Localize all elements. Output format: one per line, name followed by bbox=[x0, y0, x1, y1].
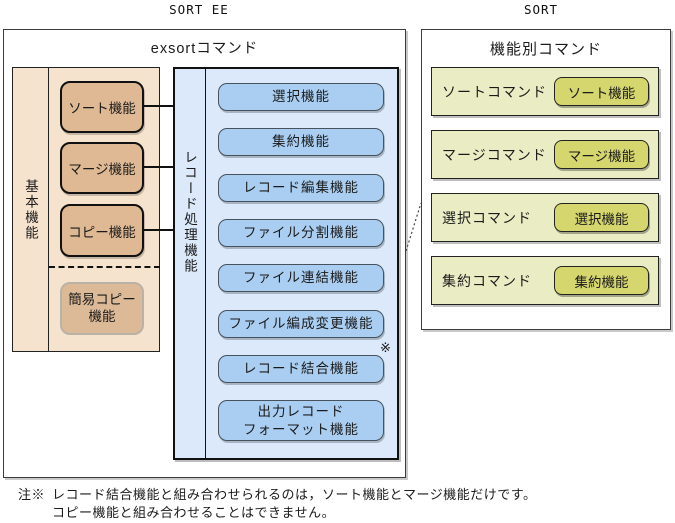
note-line-2: コピー機能と組み合わせることはできません。 bbox=[52, 505, 336, 520]
record-processing-label-wrap: レコード処理機能 bbox=[173, 67, 205, 357]
command-label-merge: マージコマンド bbox=[442, 146, 547, 163]
basic-functions-label-wrap: 基本機能 bbox=[12, 67, 48, 352]
simple-copy-function-box: 簡易コピー 機能 bbox=[60, 282, 144, 335]
record-function-item-file-split: ファイル分割機能 bbox=[218, 219, 384, 247]
title-sort: SORT bbox=[523, 2, 559, 17]
record-processing-label: レコード処理機能 bbox=[182, 150, 197, 274]
merge-function-box: マージ機能 bbox=[60, 142, 144, 194]
function-commands-title: 機能別コマンド bbox=[489, 41, 602, 58]
copy-function-box: コピー機能 bbox=[60, 204, 144, 257]
function-badge-sort: ソート機能 bbox=[554, 77, 649, 106]
note-line-1: レコード結合機能と組み合わせられるのは，ソート機能とマージ機能だけです。 bbox=[52, 487, 537, 502]
function-badge-aggregation: 集約機能 bbox=[554, 266, 649, 295]
note-prefix: 注※ bbox=[18, 487, 46, 502]
record-function-item-output-format: 出力レコード フォーマット機能 bbox=[218, 400, 384, 441]
connector-merge-line bbox=[143, 166, 174, 168]
dashed-separator bbox=[49, 266, 160, 268]
command-label-aggregation: 集約コマンド bbox=[442, 272, 532, 289]
record-function-item-aggregation: 集約機能 bbox=[218, 128, 384, 156]
record-function-item-file-reorg: ファイル編成変更機能 bbox=[218, 310, 384, 338]
record-panel-divider bbox=[205, 68, 206, 459]
basic-functions-label: 基本機能 bbox=[23, 178, 38, 241]
sort-function-box: ソート機能 bbox=[60, 81, 144, 133]
reference-mark: ※ bbox=[380, 340, 391, 355]
record-function-item-selection: 選択機能 bbox=[218, 83, 384, 111]
basic-panel-divider bbox=[48, 67, 49, 352]
record-function-item-record-edit: レコード編集機能 bbox=[218, 174, 384, 202]
command-row-merge: マージコマンド マージ機能 bbox=[431, 130, 659, 179]
command-label-sort: ソートコマンド bbox=[442, 83, 547, 100]
function-badge-merge: マージ機能 bbox=[554, 140, 649, 169]
title-sort-ee: SORT EE bbox=[169, 2, 229, 17]
command-label-selection: 選択コマンド bbox=[442, 209, 532, 226]
exsort-command-title: exsortコマンド bbox=[150, 41, 259, 57]
record-function-item-record-join: レコード結合機能 bbox=[218, 355, 384, 383]
function-badge-selection: 選択機能 bbox=[554, 203, 649, 232]
command-row-aggregation: 集約コマンド 集約機能 bbox=[431, 256, 659, 305]
command-row-sort: ソートコマンド ソート機能 bbox=[431, 67, 659, 116]
connector-sort-line bbox=[143, 105, 174, 107]
connector-copy-line bbox=[143, 229, 174, 231]
record-function-item-file-concat: ファイル連結機能 bbox=[218, 264, 384, 292]
command-row-selection: 選択コマンド 選択機能 bbox=[431, 193, 659, 242]
